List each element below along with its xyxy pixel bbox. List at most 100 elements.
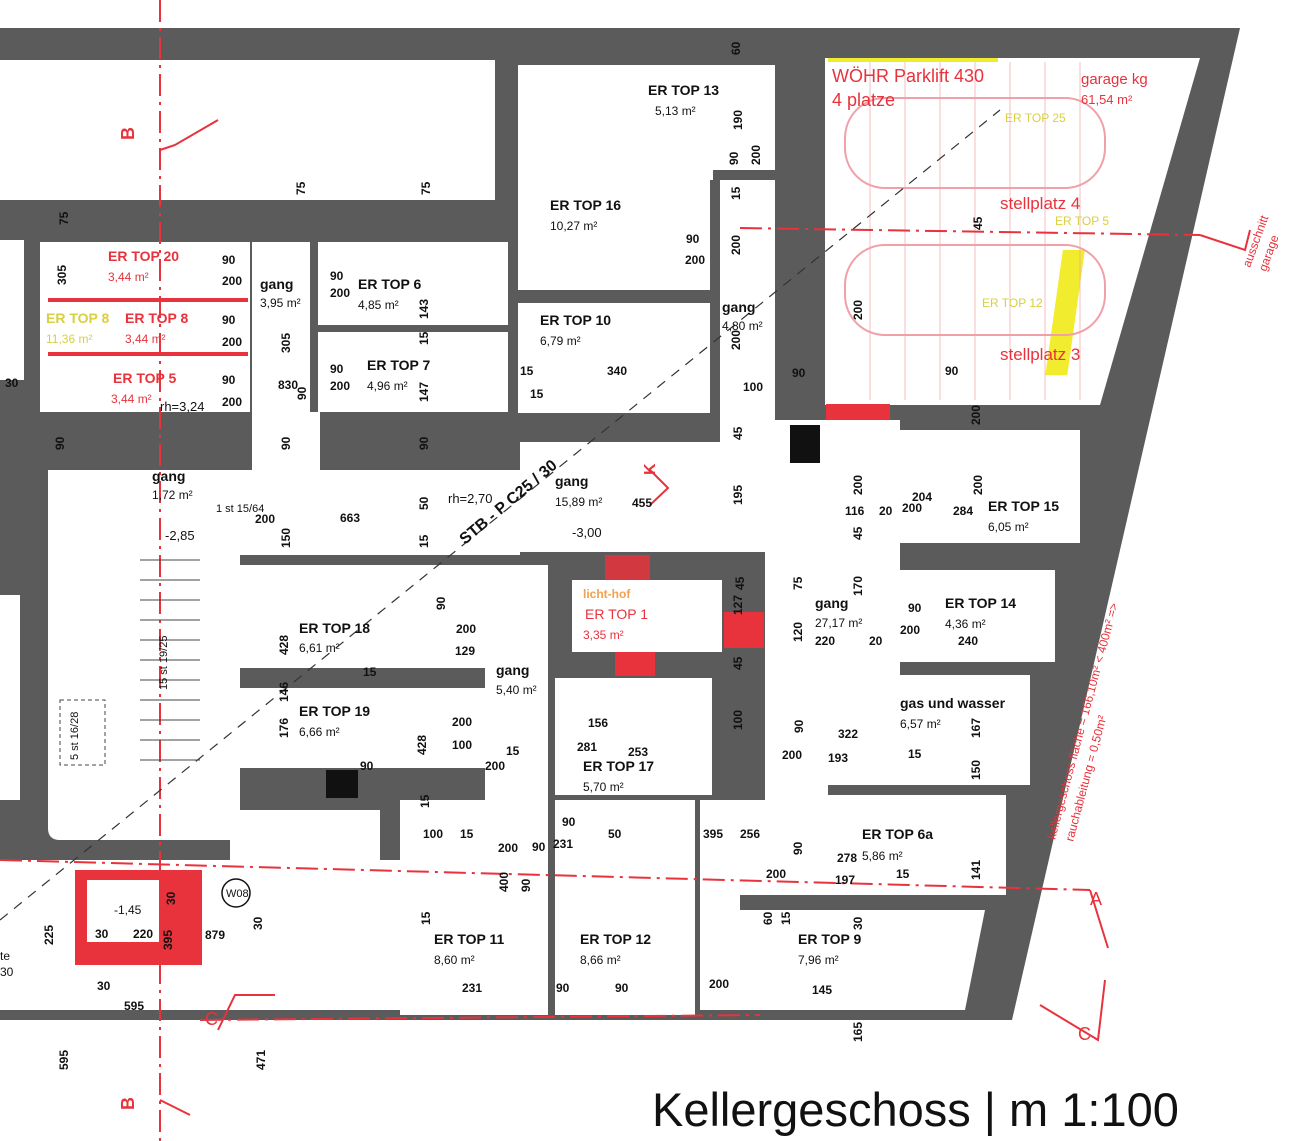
section-markers <box>159 119 1251 1116</box>
room-sub-licht-hof: ER TOP 1 <box>585 606 648 622</box>
dimension-label: 15 <box>460 827 474 841</box>
room-name-gang_540: gang <box>496 662 529 678</box>
dimension-label: 193 <box>828 751 848 765</box>
faded-label: ER TOP 12 <box>982 296 1043 310</box>
room-name-er_top_9: ER TOP 9 <box>798 931 862 947</box>
level-marker: -1,45 <box>114 903 142 917</box>
section-a-marker: A <box>1090 889 1102 909</box>
dimension-label: 200 <box>709 977 729 991</box>
dimension-label: 15 <box>419 911 433 925</box>
dimension-label: 428 <box>277 635 291 655</box>
dimension-label: 30 <box>851 916 865 930</box>
dimension-label: 90 <box>434 596 448 610</box>
dimension-label: 45 <box>733 576 747 590</box>
room-area-er_top_5: 3,44 m² <box>111 392 152 406</box>
dimension-label: 15 <box>506 744 520 758</box>
room-name-er_top_8: ER TOP 8 <box>125 310 189 326</box>
left-cut-label: te <box>0 949 10 963</box>
dimension-label: 146 <box>277 682 291 702</box>
room-name-gang_172: gang <box>152 468 185 484</box>
dimension-label: 231 <box>553 837 573 851</box>
room-er-top-6a <box>828 795 1006 895</box>
stair-treads <box>59 559 200 766</box>
room-name-gang_480: gang <box>722 299 755 315</box>
room-er-top-12 <box>555 800 695 1015</box>
dimension-label: 190 <box>731 110 745 130</box>
dimension-label: 200 <box>782 748 802 762</box>
dimension-label: 204 <box>912 490 932 504</box>
dimension-label: 595 <box>124 999 144 1013</box>
room-name-er_top_17: ER TOP 17 <box>583 758 654 774</box>
dimension-label: 90 <box>945 364 959 378</box>
dimension-label: 116 <box>845 504 865 518</box>
dimension-label: 220 <box>815 634 835 648</box>
faded-label: ER TOP 5 <box>1055 214 1109 228</box>
dimension-label: 90 <box>792 719 806 733</box>
corridor-gang-1589-c <box>310 412 320 470</box>
dimension-label: 90 <box>792 366 806 380</box>
dimension-label: 90 <box>908 601 922 615</box>
room-area-er_top_19: 6,66 m² <box>299 725 340 739</box>
dimension-label: 200 <box>222 395 242 409</box>
dimension-label: 15 <box>363 665 377 679</box>
dimension-label: 50 <box>417 496 431 510</box>
dimension-label: 141 <box>969 860 983 880</box>
room-name-er_top_6a: ER TOP 6a <box>862 826 933 842</box>
dimension-label: 200 <box>851 475 865 495</box>
dimension-label: 60 <box>761 911 775 925</box>
room-area-er_top_6: 4,85 m² <box>358 298 399 312</box>
red-block-top <box>826 404 890 420</box>
dimension-label: 400 <box>497 872 511 892</box>
w08-label: W08 <box>226 888 249 900</box>
dimension-label: 15 <box>418 794 432 808</box>
yellow-strip <box>1045 250 1085 375</box>
dimension-label: 15 <box>779 911 793 925</box>
corridor-gang-540 <box>485 565 548 805</box>
room-area-er_top_8y: 11,36 m² <box>46 332 92 346</box>
dimension-label: 200 <box>749 145 763 165</box>
dimension-label: 100 <box>452 738 472 752</box>
dimension-label: 200 <box>851 300 865 320</box>
room-name-er_top_15: ER TOP 15 <box>988 498 1059 514</box>
room-area-licht-hof: 3,35 m² <box>583 628 624 642</box>
dimension-label: 45 <box>731 656 745 670</box>
corridor-gang-395 <box>252 242 310 470</box>
dimension-label: 240 <box>958 634 978 648</box>
dimension-label: 200 <box>222 335 242 349</box>
dimension-label: 75 <box>294 181 308 195</box>
dimension-label: 150 <box>279 528 293 548</box>
room-name-er_top_19: ER TOP 19 <box>299 703 370 719</box>
dimension-label: 100 <box>731 710 745 730</box>
dimension-label: 200 <box>766 867 786 881</box>
room-er-top-17 <box>555 678 712 795</box>
red-block-lichthof-right <box>724 612 764 648</box>
dimension-label: 200 <box>485 759 505 773</box>
section-b-marker: B <box>118 127 138 140</box>
room-height: rh=2,70 <box>448 491 492 506</box>
dimension-label: 90 <box>615 981 629 995</box>
dimension-label: 305 <box>279 333 293 353</box>
dimension-label: 455 <box>632 496 652 510</box>
w08-marker <box>221 878 251 908</box>
room-area-gang_2717: 27,17 m² <box>815 616 862 630</box>
dimension-label: 90 <box>417 436 431 450</box>
stair-label: 1 st 15/64 <box>216 503 264 515</box>
room-er-top-14 <box>900 570 1055 662</box>
room-area-er_top_14: 4,36 m² <box>945 617 986 631</box>
dimension-label: 20 <box>879 504 893 518</box>
dimension-label: 60 <box>729 41 743 55</box>
garage-area: 61,54 m² <box>1081 92 1133 107</box>
dimension-label: 147 <box>417 382 431 402</box>
dimension-label: 156 <box>588 716 608 730</box>
room-area-er_top_9: 7,96 m² <box>798 953 839 967</box>
room-name-gang_2717: gang <box>815 595 848 611</box>
room-area-er_top_16: 10,27 m² <box>550 219 597 233</box>
dimension-label: 200 <box>900 623 920 637</box>
dimension-label: 879 <box>205 928 225 942</box>
dimension-label: 595 <box>57 1050 71 1070</box>
dimension-label: 256 <box>740 827 760 841</box>
dimension-label: 200 <box>685 253 705 267</box>
dimension-label: 200 <box>456 622 476 636</box>
dimension-label: 200 <box>330 286 350 300</box>
dimension-label: 120 <box>791 622 805 642</box>
